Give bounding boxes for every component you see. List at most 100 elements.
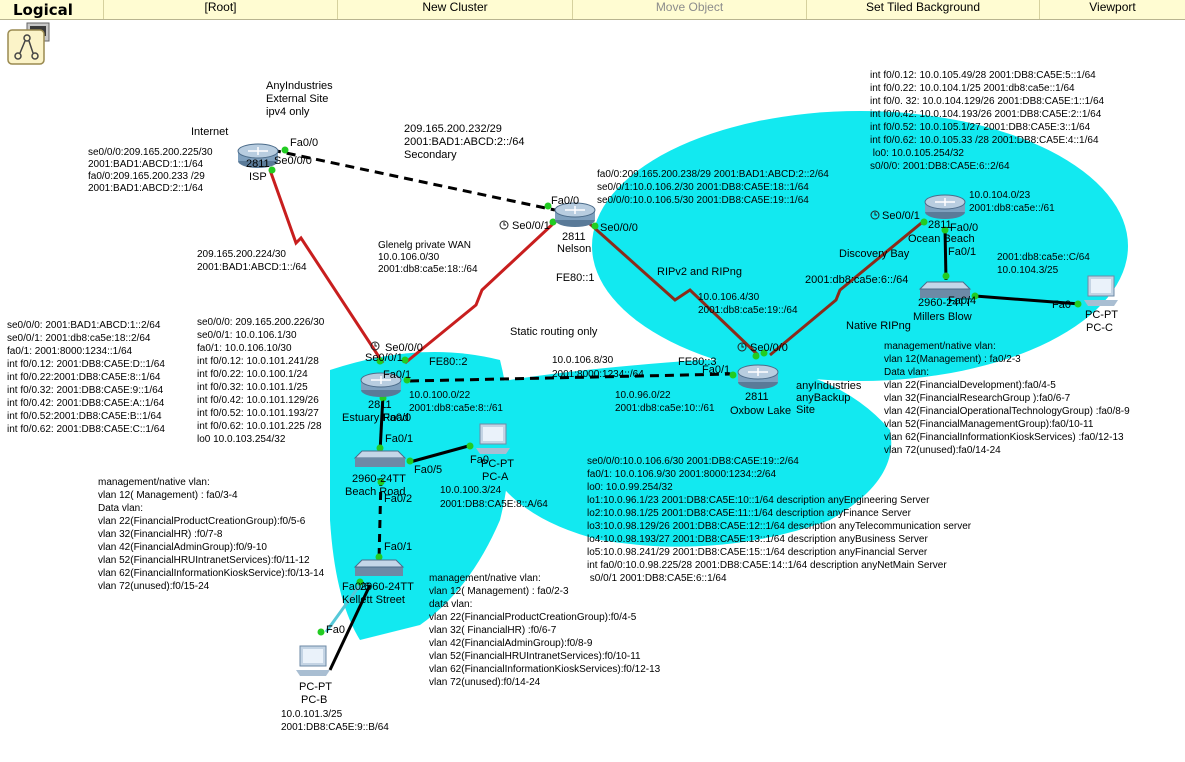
set-tiled-background-button[interactable]: Set Tiled Background bbox=[806, 0, 1039, 19]
note-line: se0/0/1: 2001:db8:ca5e:18::2/64 bbox=[7, 333, 151, 344]
pc-a[interactable] bbox=[476, 423, 510, 454]
note-line: fa0/1: 10.0.106.10/30 bbox=[197, 343, 292, 354]
note-line: Data vlan: bbox=[884, 367, 929, 378]
topology-canvas[interactable]: Internet 2811 ISP 2811 Nelson 2811 Estua… bbox=[0, 20, 1185, 762]
isp-se000-label: Se0/0/0 bbox=[274, 155, 312, 167]
link-status-dots bbox=[268, 146, 1082, 636]
note-line: int fa0/0:10.0.98.225/28 2001:DB8:CA5E:1… bbox=[587, 560, 947, 571]
note-line: vlan 62(FinancialInformationKioskService… bbox=[429, 664, 661, 675]
note-line: s0/0/1 2001:DB8:CA5E:6::1/64 bbox=[587, 573, 727, 584]
new-cluster-button[interactable]: New Cluster bbox=[337, 0, 572, 19]
note-line: se0/0/0: 2001:BAD1:ABCD:1::2/64 bbox=[7, 320, 161, 331]
millers-blow-switch[interactable] bbox=[918, 281, 972, 298]
isp-router[interactable] bbox=[237, 143, 279, 168]
note-line: vlan 72(unused):fa0/14-24 bbox=[884, 445, 1001, 456]
note-line: vlan 62(FinancialInformationKioskService… bbox=[884, 432, 1124, 443]
note-line: anyIndustries bbox=[796, 380, 862, 392]
note-line: fa0/1: 2001:8000:1234::1/64 bbox=[7, 346, 133, 357]
note-line: vlan 22(FinancialDevelopment):fa0/4-5 bbox=[884, 380, 1056, 391]
workspace-toolbar: Logical [Root] New Cluster Move Object S… bbox=[0, 0, 1185, 20]
oxbow-model: 2811 bbox=[745, 391, 769, 403]
oxbow-router[interactable] bbox=[737, 364, 779, 389]
note-line: AnyIndustries bbox=[266, 80, 333, 92]
ocean-name: Ocean Beach bbox=[908, 233, 975, 245]
pcc-fa0-label: Fa0 bbox=[1052, 299, 1071, 311]
ocean-model: 2811 bbox=[928, 219, 952, 231]
millers-model: 2960-24TT bbox=[918, 297, 972, 309]
isp-nelson-link[interactable] bbox=[271, 148, 556, 212]
note-line: 2001:db8:ca5e:19::/64 bbox=[698, 305, 798, 316]
note-line: lo0 10.0.103.254/32 bbox=[197, 434, 286, 445]
note-line: int f0/0.12: 2001:DB8:CA5E:D::1/64 bbox=[7, 359, 165, 370]
note-line: 209.165.200.232/29 bbox=[404, 123, 502, 135]
isp-fa00-label: Fa0/0 bbox=[290, 137, 318, 149]
ocean-se001-label: Se0/0/1 bbox=[882, 210, 920, 222]
note-line: 10.0.100.3/24 bbox=[440, 485, 502, 496]
ocean-router[interactable] bbox=[924, 194, 966, 219]
beach-pca-link[interactable] bbox=[409, 443, 473, 464]
fe80-2-label: FE80::2 bbox=[429, 356, 468, 368]
note-line: External Site bbox=[266, 93, 328, 105]
note-line: vlan 12( Management) : fa0/2-3 bbox=[429, 586, 569, 597]
isp-name: ISP bbox=[249, 171, 267, 183]
note-line: se0/0/0:10.0.106.6/30 2001:DB8:CA5E:19::… bbox=[587, 456, 799, 467]
estuary-router[interactable] bbox=[360, 372, 402, 397]
note-line: vlan 52(FinancialHRUIntranetServices):f0… bbox=[429, 651, 641, 662]
note-line: int f0/0.42: 10.0.101.129/26 bbox=[197, 395, 319, 406]
estuary-se001-label: Se0/0/1 bbox=[365, 352, 403, 364]
note-line: vlan 62(FinancialInformationKioskService… bbox=[98, 568, 325, 579]
nelson-model: 2811 bbox=[562, 231, 586, 243]
nelson-router[interactable] bbox=[554, 202, 596, 227]
note-line: Site bbox=[796, 404, 815, 416]
note-line: vlan 32( FinancialHR) :f0/6-7 bbox=[429, 625, 557, 636]
millers-pcc-link[interactable] bbox=[974, 294, 1081, 306]
pc-c[interactable] bbox=[1084, 275, 1118, 306]
note-line: int f0/0.52:2001:DB8:CA5E:B::1/64 bbox=[7, 411, 162, 422]
kellett-model: 2960-24TT bbox=[360, 581, 414, 593]
native-ripng-label: Native RIPng bbox=[846, 320, 911, 332]
pc-b[interactable] bbox=[296, 645, 330, 676]
isp-estuary-serial-link[interactable] bbox=[268, 169, 385, 364]
note-line: vlan 12( Management) : fa0/3-4 bbox=[98, 490, 238, 501]
note-line: int f0/0.62: 10.0.105.33 /28 2001:DB8:CA… bbox=[870, 135, 1099, 146]
nelson-fa00-label: Fa0/0 bbox=[551, 195, 579, 207]
note-line: 2001:DB8:CA5E:9::B/64 bbox=[281, 722, 389, 733]
note-line: Secondary bbox=[404, 149, 457, 161]
nelson-estuary-serial-link[interactable] bbox=[404, 220, 557, 365]
oxbow-se000-label: Se0/0/0 bbox=[750, 342, 788, 354]
kellett-street-switch[interactable] bbox=[353, 559, 405, 576]
pc-a-name: PC-A bbox=[482, 471, 509, 483]
kellett-pcb-eth-link[interactable] bbox=[328, 584, 372, 671]
estuary-oxbow-link[interactable] bbox=[409, 372, 733, 383]
static-routing-label: Static routing only bbox=[510, 326, 598, 338]
kellett-pcb-link[interactable] bbox=[324, 584, 362, 633]
viewport-button[interactable]: Viewport bbox=[1039, 0, 1185, 19]
estuary-beach-link[interactable] bbox=[378, 394, 385, 453]
oxbow-ocean-serial-link[interactable] bbox=[769, 218, 926, 357]
move-object-button[interactable]: Move Object bbox=[572, 0, 806, 19]
fe80-3-label: FE80::3 bbox=[678, 356, 717, 368]
oxbow-fa01-label: Fa0/1 bbox=[702, 364, 730, 376]
nelson-oxbow-serial-link[interactable] bbox=[589, 222, 760, 357]
beach-road-switch[interactable] bbox=[353, 450, 407, 467]
note-line: vlan 12(Management) : fa0/2-3 bbox=[884, 354, 1021, 365]
note-line: 10.0.104.3/25 bbox=[997, 265, 1059, 276]
note-line: vlan 22(FinancialProductCreationGroup):f… bbox=[98, 516, 306, 527]
root-button[interactable]: [Root] bbox=[103, 0, 337, 19]
note-line: fa0/0:209.165.200.233 /29 bbox=[88, 171, 205, 182]
note-line: 2001:BAD1:ABCD:1::/64 bbox=[197, 262, 307, 273]
pc-c-name: PC-C bbox=[1086, 322, 1113, 334]
oxbow-area bbox=[480, 360, 892, 547]
cluster-navigation-icon[interactable] bbox=[5, 22, 50, 66]
ocean-millers-link[interactable] bbox=[943, 227, 948, 281]
note-line: vlan 42(FinancialAdminGroup):f0/8-9 bbox=[429, 638, 593, 649]
note-line: vlan 72(unused):f0/15-24 bbox=[98, 581, 210, 592]
